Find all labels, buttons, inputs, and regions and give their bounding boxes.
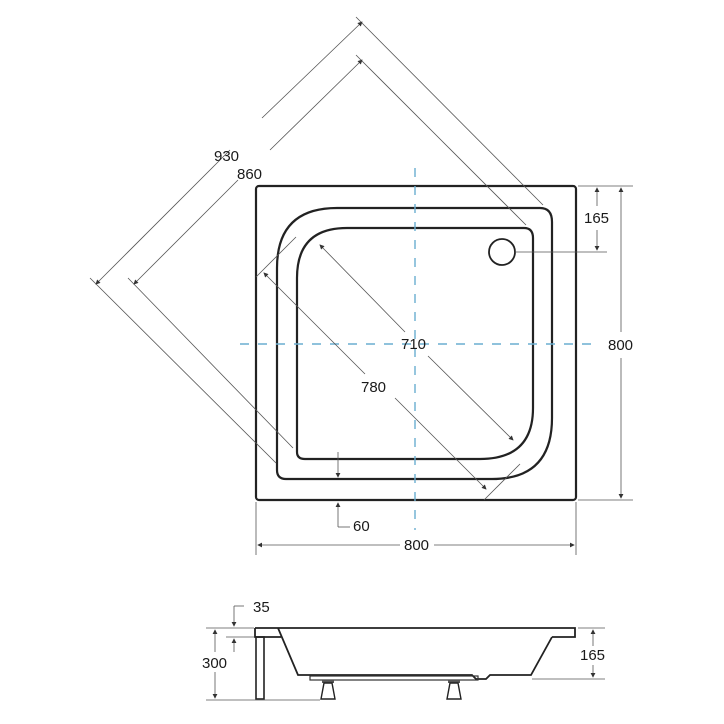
dimension-165-depth: 165 xyxy=(532,627,605,680)
basin-inner-edge xyxy=(295,226,535,461)
dimension-780: 780 xyxy=(255,236,521,501)
dimension-165-drain: 165 xyxy=(578,185,633,251)
dimension-930: 930 xyxy=(89,16,544,464)
dimension-60-rim: 60 xyxy=(335,452,370,535)
dimension-710: 710 xyxy=(319,244,514,441)
svg-text:165: 165 xyxy=(584,210,609,227)
side-view: 35 300 165 xyxy=(202,599,605,701)
svg-text:35: 35 xyxy=(253,599,270,616)
foot-right xyxy=(446,680,462,700)
tray-outline xyxy=(254,184,578,502)
svg-text:860: 860 xyxy=(237,166,262,183)
basin-outer-edge xyxy=(275,206,554,481)
svg-text:60: 60 xyxy=(353,518,370,535)
top-view: 930 860 780 710 165 xyxy=(89,16,633,555)
drain-icon xyxy=(488,238,516,266)
svg-text:165: 165 xyxy=(580,647,605,664)
dimension-860: 860 xyxy=(127,54,527,449)
foot-left xyxy=(320,680,336,700)
dimension-800-height: 800 xyxy=(578,187,633,501)
svg-text:800: 800 xyxy=(608,337,633,354)
side-profile xyxy=(254,627,576,680)
dimension-300: 300 xyxy=(202,629,320,701)
base-rail xyxy=(309,675,479,681)
dimension-800-width: 800 xyxy=(255,502,577,555)
svg-text:710: 710 xyxy=(401,336,426,353)
svg-text:300: 300 xyxy=(202,655,227,672)
dimension-35: 35 xyxy=(206,599,270,652)
svg-text:780: 780 xyxy=(361,379,386,396)
svg-text:800: 800 xyxy=(404,537,429,554)
apron-leg xyxy=(255,636,265,700)
svg-text:930: 930 xyxy=(214,148,239,165)
